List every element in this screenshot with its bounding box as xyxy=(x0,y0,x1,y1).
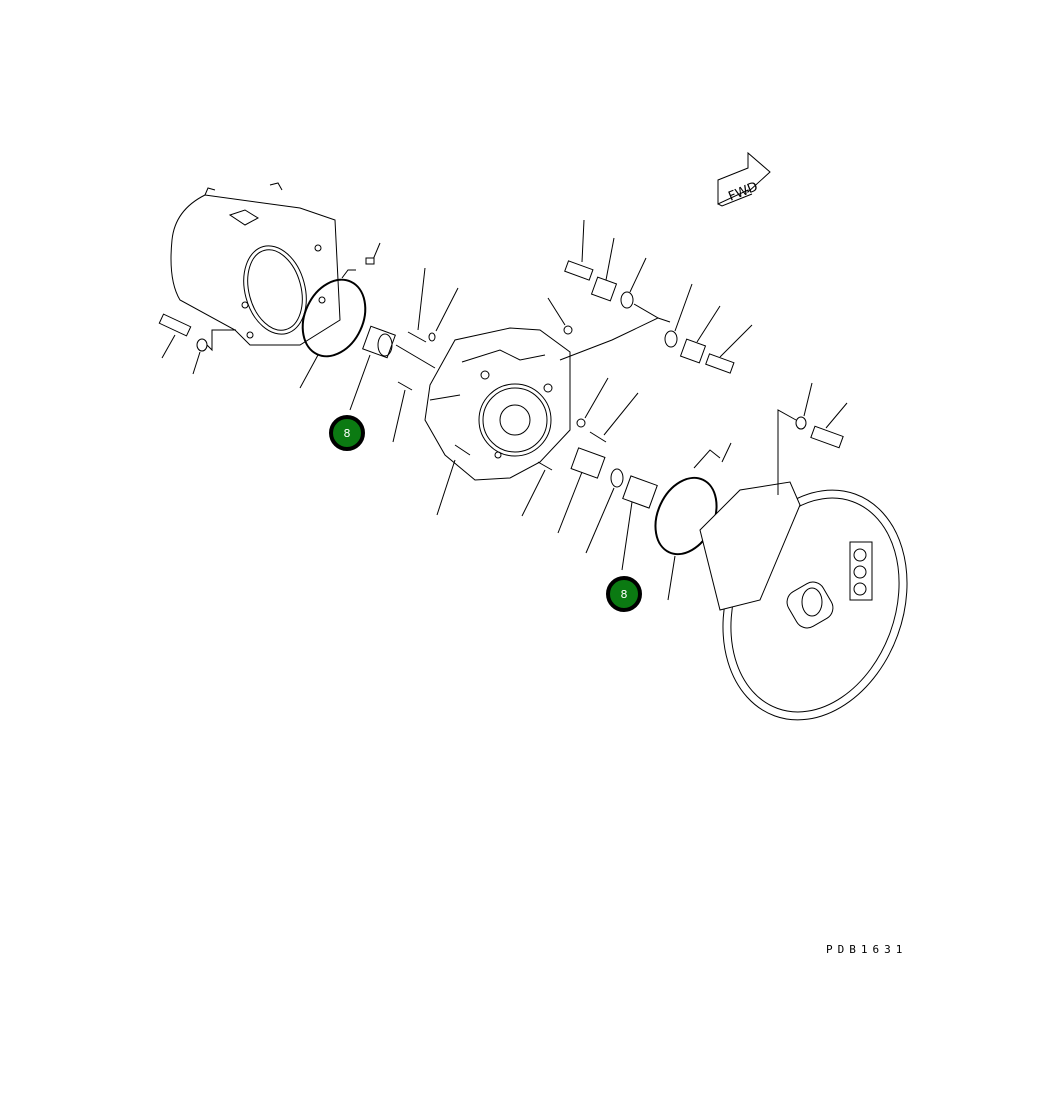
bolt-left xyxy=(158,313,236,375)
rear-housing xyxy=(170,182,341,346)
bearing-left xyxy=(349,325,436,411)
pump-body xyxy=(424,327,571,481)
flywheel-housing xyxy=(699,481,908,721)
callout-badge[interactable]: 8 xyxy=(606,576,642,612)
callout-badge[interactable]: 8 xyxy=(329,415,365,451)
drawing-code: PDB1631 xyxy=(826,943,908,956)
fwd-arrow-icon: FWD xyxy=(717,151,771,207)
o-ring-left xyxy=(301,278,367,358)
